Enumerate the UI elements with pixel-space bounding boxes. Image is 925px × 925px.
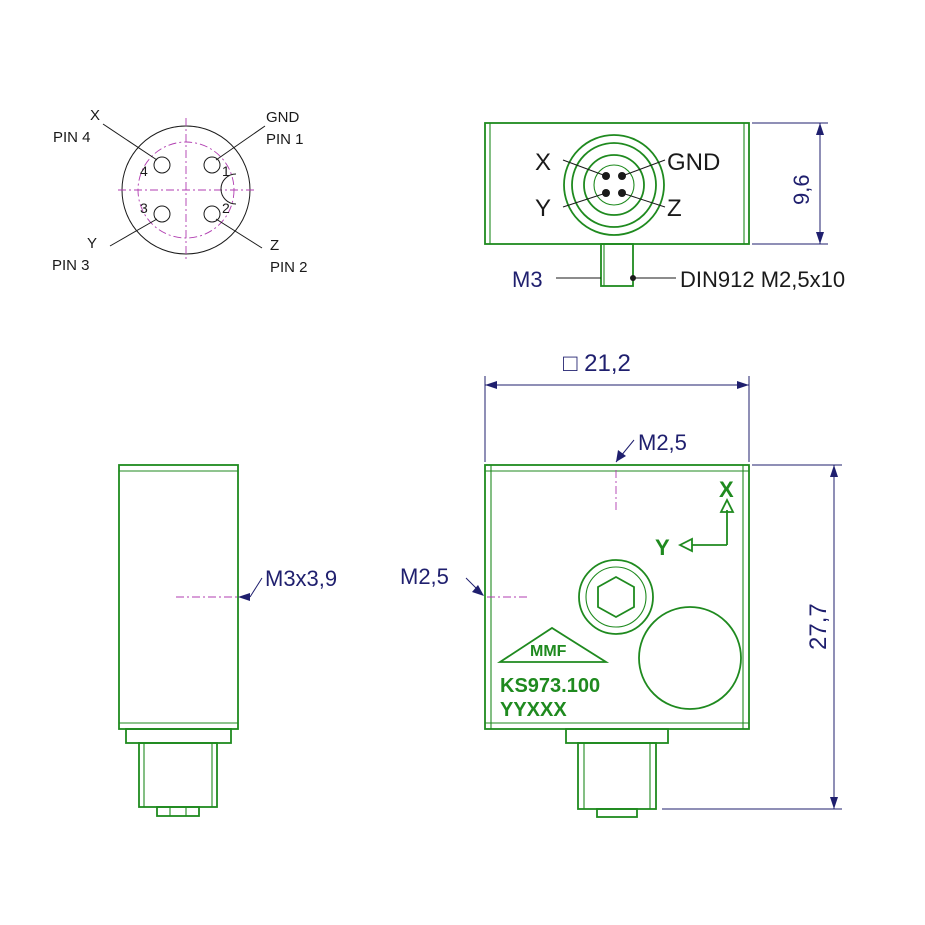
dim-21-2-arrow-left <box>485 381 497 389</box>
pin-number-3: 3 <box>140 200 148 216</box>
mmf-logo-text: MMF <box>530 643 567 660</box>
connector-rim <box>571 142 657 228</box>
pinout-pin1-label: PIN 1 <box>266 131 304 148</box>
side-connector-flange <box>125 728 232 744</box>
top-leader-gnd <box>621 159 666 177</box>
mmf-logo-triangle <box>496 626 610 663</box>
round-label-area <box>638 606 742 710</box>
dim-9-6-value: 9,6 <box>789 174 814 205</box>
top-view-body <box>484 122 750 245</box>
leader-pin2 <box>215 218 263 249</box>
socket-screw-head <box>578 559 654 635</box>
top-leader-z <box>621 192 666 208</box>
pin-2 <box>203 205 221 223</box>
connector-insert <box>583 154 645 216</box>
top-view: X GND Y Z M3 DIN912 M2,5x10 9,6 <box>484 122 845 292</box>
dim-27-7-arrow-bottom <box>830 797 838 809</box>
front-connector-body <box>577 742 657 810</box>
side-m2-5-arrow <box>472 585 484 596</box>
leader-pin3 <box>109 218 158 247</box>
pin-1 <box>203 156 221 174</box>
pinout-pin4-label: PIN 4 <box>53 129 91 146</box>
connector-pin-carrier <box>593 164 635 206</box>
pinout-gnd-label: GND <box>266 109 300 126</box>
m3-thread-label: M3 <box>512 267 543 292</box>
side-connector-body <box>138 742 218 808</box>
top-gnd-label: GND <box>667 149 720 176</box>
side-hole-leader <box>249 577 263 598</box>
front-connector-tip <box>596 808 638 818</box>
hex-socket <box>597 575 635 619</box>
axis-x-arrowhead <box>719 497 735 513</box>
serial-code: YYXXX <box>500 699 567 721</box>
model-number: KS973.100 <box>500 675 600 697</box>
dim-9-6-arrow-top <box>816 123 824 135</box>
pinout-x-label: X <box>90 107 100 124</box>
side-view: M3x3,9 <box>118 464 337 817</box>
pin-number-4: 4 <box>140 163 148 179</box>
leader-pin1 <box>215 125 266 161</box>
pin-number-2: 2 <box>222 200 230 216</box>
axis-y-label: Y <box>655 535 670 560</box>
top-m2-5-arrow <box>616 450 626 462</box>
leader-pin4 <box>102 123 158 161</box>
front-connector-flange <box>565 728 669 744</box>
front-view: M2,5 M2,5 X Y MMF KS973.100 YYXXX □ 21,2… <box>400 350 842 818</box>
pinout-pin2-label: PIN 2 <box>270 259 308 276</box>
dim-27-7-value: 27,7 <box>805 603 832 650</box>
pin-3 <box>153 205 171 223</box>
dim-21-2-arrow-right <box>737 381 749 389</box>
pinout-y-label: Y <box>87 235 97 252</box>
pinout-pin3-label: PIN 3 <box>52 257 90 274</box>
dim-9-6-arrow-bottom <box>816 232 824 244</box>
axis-y-arrowhead <box>677 537 693 553</box>
top-leader-x <box>562 159 607 177</box>
top-y-label: Y <box>535 195 551 222</box>
axis-x-label: X <box>719 477 734 502</box>
connector-key-notch <box>220 173 237 205</box>
pin-number-1: 1 <box>222 163 230 179</box>
side-connector-tip <box>156 806 200 817</box>
dim-27-7-arrow-top <box>830 465 838 477</box>
socket-screw-rim <box>585 566 647 628</box>
side-hole-arrow <box>238 593 250 601</box>
connector-outer <box>563 134 665 236</box>
top-x-label: X <box>535 149 551 176</box>
top-z-label: Z <box>667 195 682 222</box>
pinout-diagram: 4 1 3 2 X PIN 4 GND PIN 1 Y PIN 3 Z PIN … <box>52 107 308 276</box>
mounting-screw <box>600 243 634 287</box>
side-thread-label: M3x3,9 <box>265 566 337 591</box>
side-m2-5-label: M2,5 <box>400 564 449 589</box>
top-m2-5-label: M2,5 <box>638 430 687 455</box>
dim-21-2-value: □ 21,2 <box>563 350 631 377</box>
top-leader-y <box>562 192 607 208</box>
pinout-z-label: Z <box>270 237 279 254</box>
pin-4 <box>153 156 171 174</box>
screw-spec-label: DIN912 M2,5x10 <box>680 267 845 292</box>
